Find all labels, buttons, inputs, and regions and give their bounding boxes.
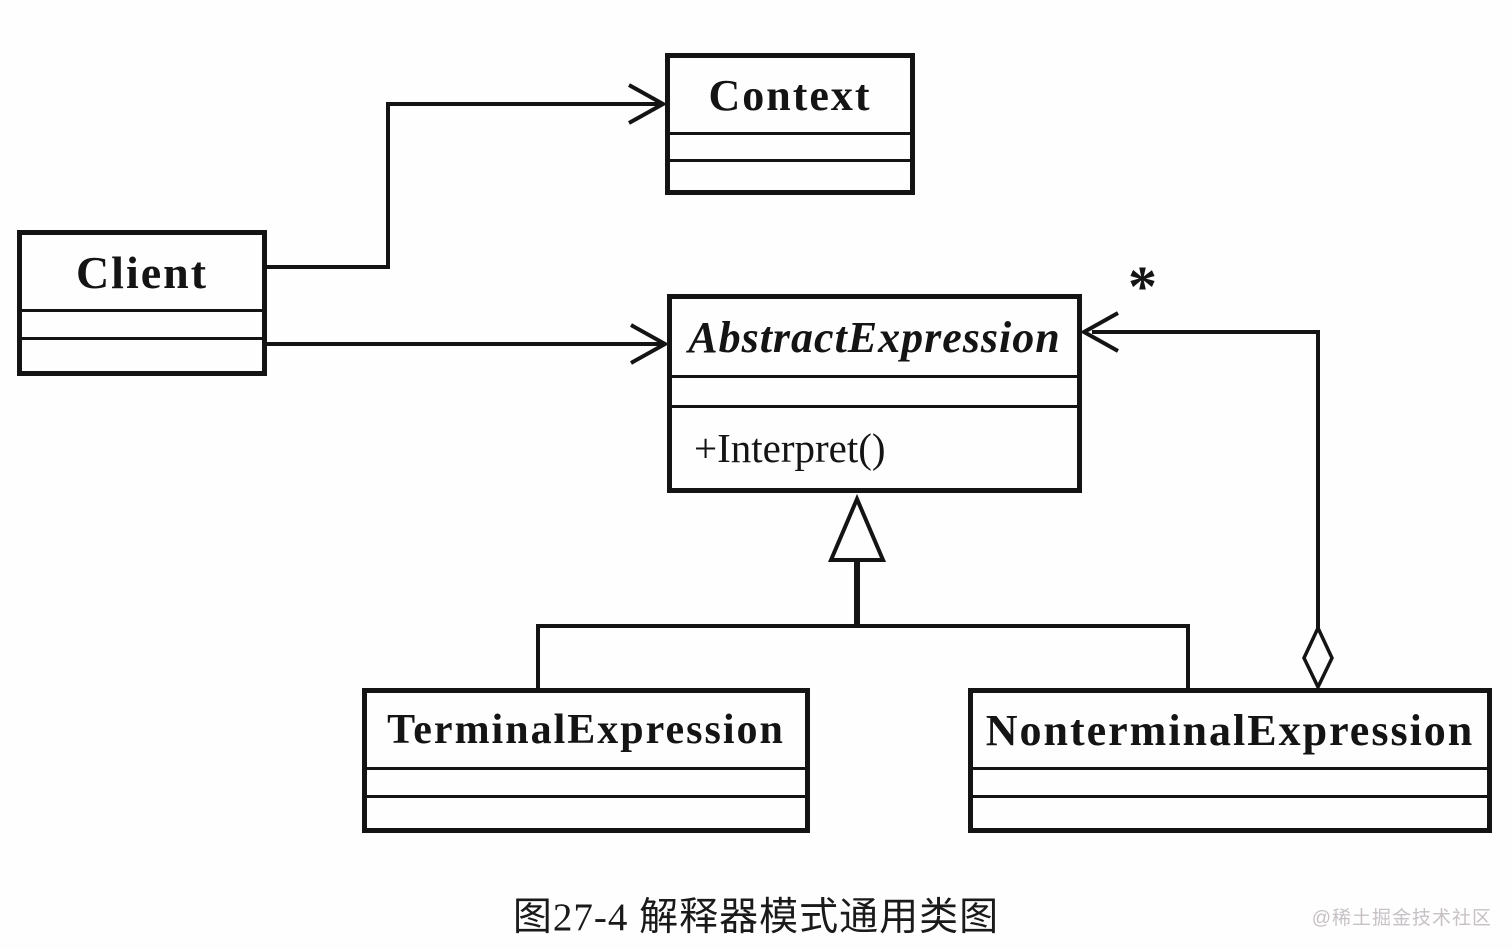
open-arrowhead-abstract-right	[1079, 311, 1119, 353]
watermark: @稀土掘金技术社区	[1311, 908, 1492, 929]
class-terminal-expression-operations-compartment	[367, 798, 805, 828]
open-arrowhead-abstract-left	[630, 323, 670, 365]
class-terminal-expression: TerminalExpression	[362, 688, 810, 833]
class-terminal-expression-attributes-compartment	[367, 770, 805, 798]
class-context: Context	[665, 53, 915, 195]
connector-client-context	[267, 102, 659, 269]
class-context-operations-compartment	[670, 162, 910, 190]
multiplicity-label: *	[1128, 254, 1157, 319]
class-client-attributes-compartment	[22, 312, 262, 340]
class-abstract-expression-operations-compartment: +Interpret()	[672, 408, 1077, 488]
class-nonterminal-expression-attributes-compartment	[973, 770, 1487, 798]
class-name-label: TerminalExpression	[387, 707, 785, 753]
aggregation-diamond-icon	[1302, 623, 1334, 692]
class-nonterminal-expression-title: NonterminalExpression	[973, 693, 1487, 770]
figure-caption: 图27-4 解释器模式通用类图	[512, 896, 1000, 939]
class-context-title: Context	[670, 58, 910, 135]
class-abstract-expression-attributes-compartment	[672, 378, 1077, 408]
inheritance-triangle-icon	[827, 493, 887, 562]
class-client: Client	[17, 230, 267, 376]
class-abstract-expression-title: AbstractExpression	[672, 299, 1077, 378]
class-abstract-expression: AbstractExpression +Interpret()	[667, 294, 1082, 493]
class-client-title: Client	[22, 235, 262, 312]
class-name-label: Context	[708, 70, 872, 120]
class-name-label: AbstractExpression	[688, 312, 1061, 362]
class-name-label: Client	[75, 246, 209, 298]
open-arrowhead-context	[628, 83, 668, 125]
class-nonterminal-expression-operations-compartment	[973, 798, 1487, 828]
class-context-attributes-compartment	[670, 135, 910, 162]
method-label: +Interpret()	[694, 425, 886, 471]
class-terminal-expression-title: TerminalExpression	[367, 693, 805, 770]
connector-aggregation	[1092, 330, 1320, 630]
class-client-operations-compartment	[22, 340, 262, 371]
class-name-label: NonterminalExpression	[985, 705, 1475, 755]
class-nonterminal-expression: NonterminalExpression	[968, 688, 1492, 833]
